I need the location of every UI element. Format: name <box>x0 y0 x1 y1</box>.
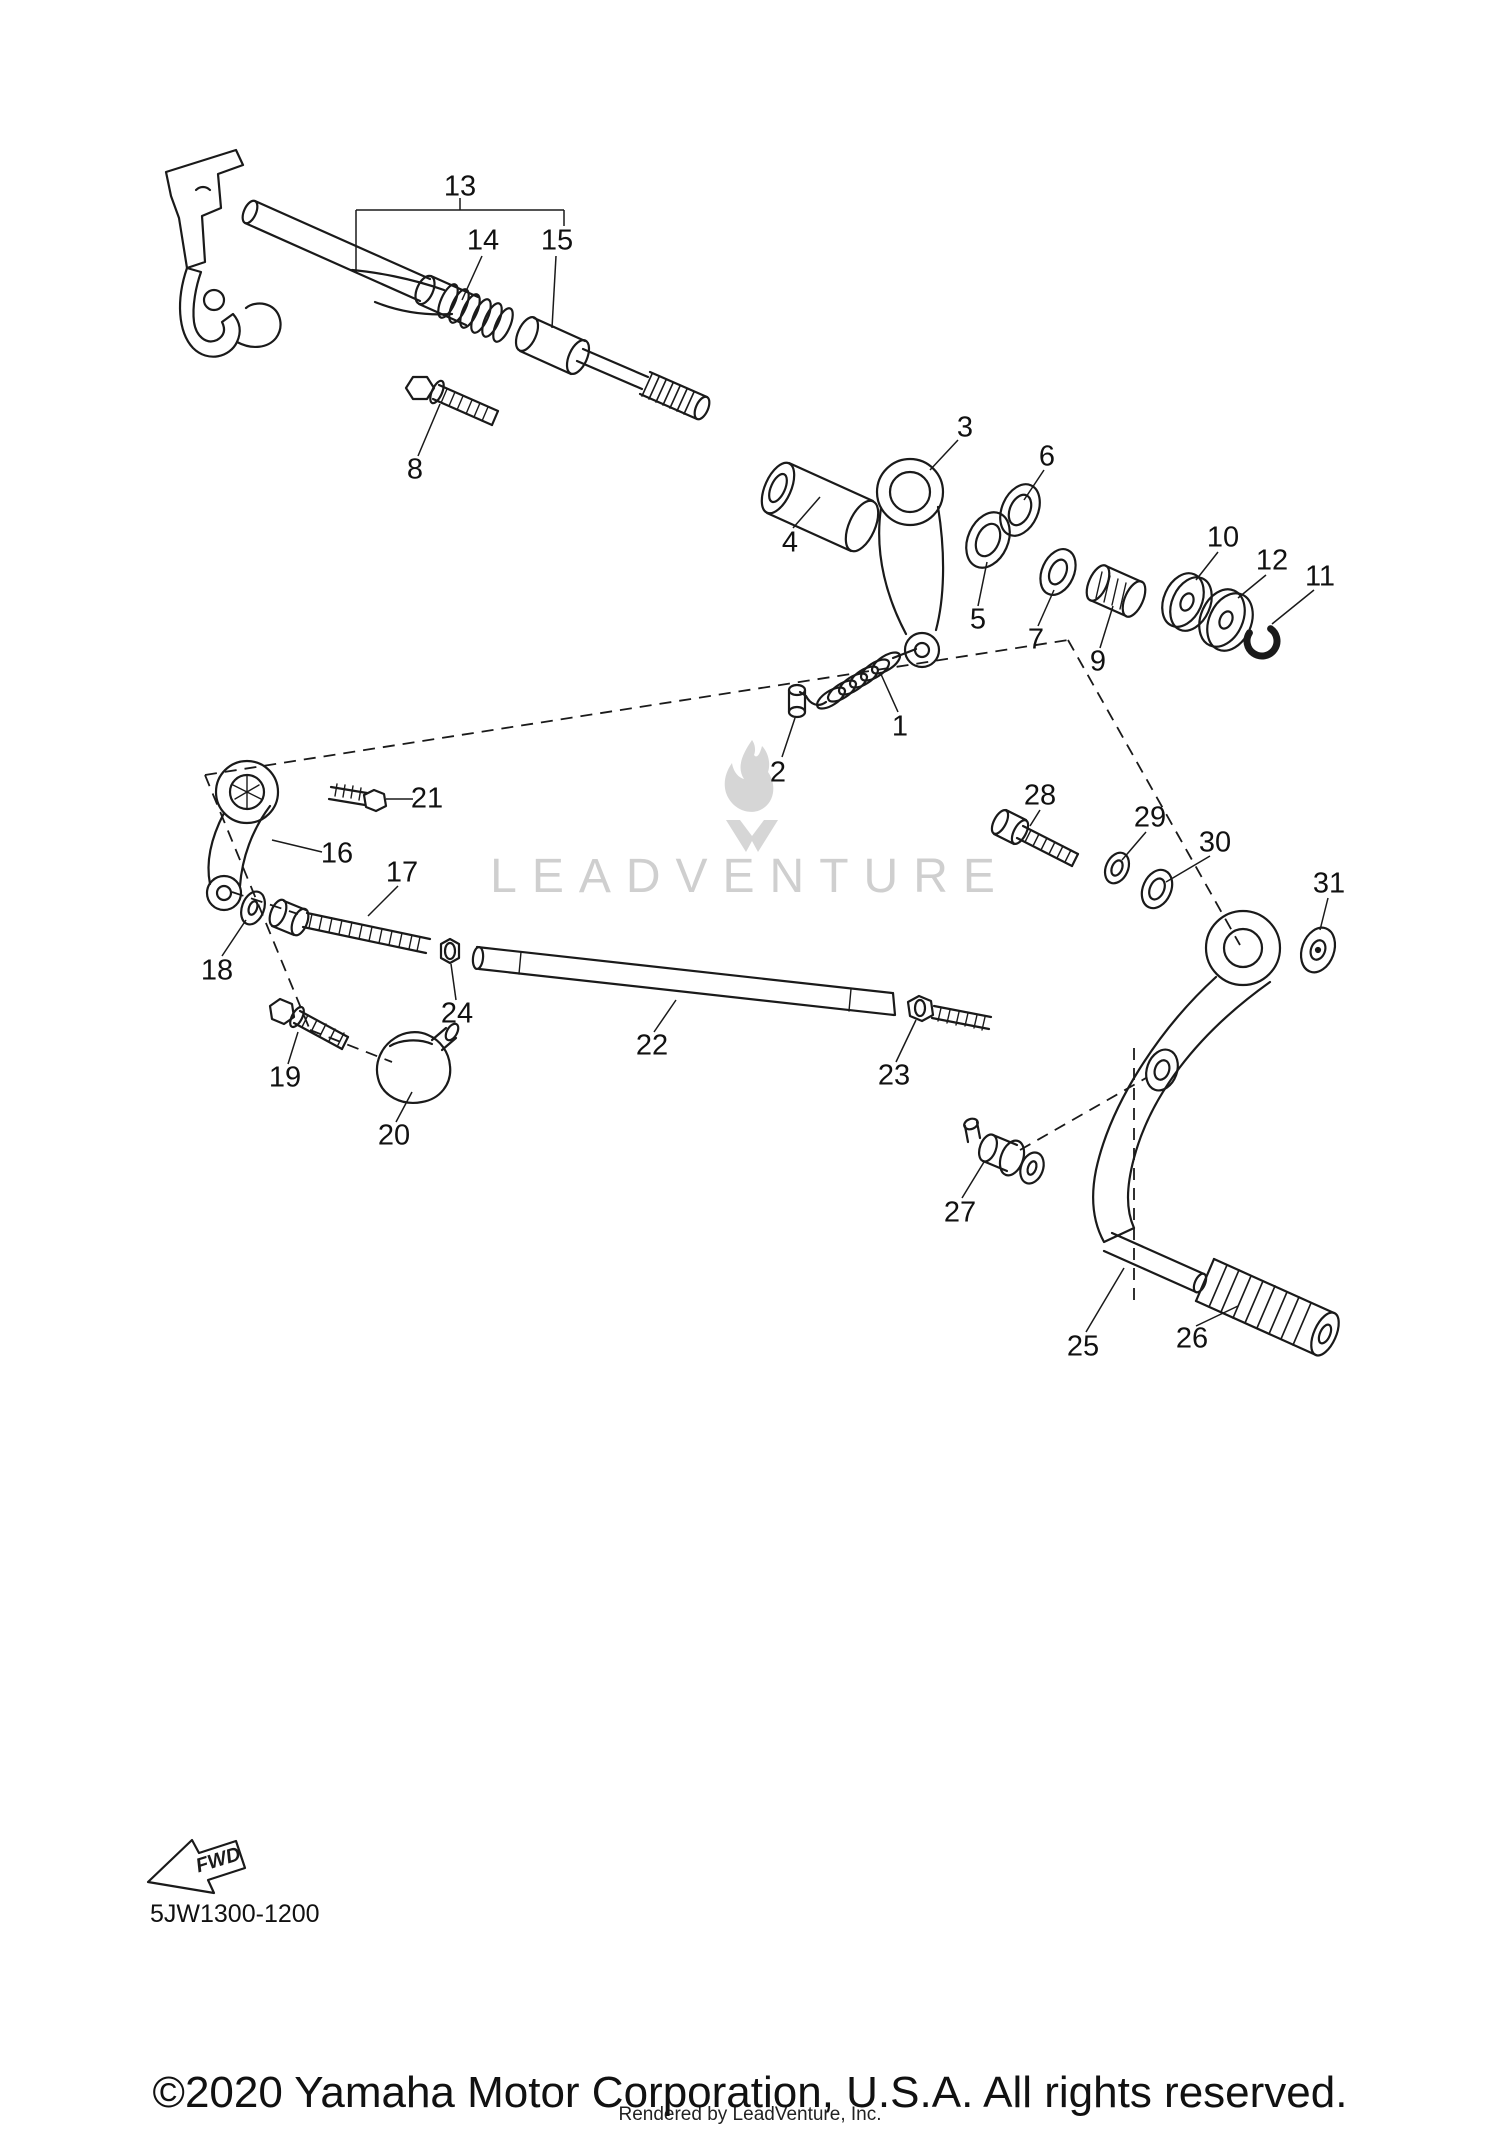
bolt-8 <box>404 375 500 427</box>
shift-rod-22 <box>471 945 897 1017</box>
threaded-rod-17 <box>301 911 432 955</box>
pin-2 <box>787 683 807 719</box>
fwd-arrow: FWD <box>146 1838 247 1895</box>
copyright-text: ©2020 Yamaha Motor Corporation, U.S.A. A… <box>152 2068 1348 2117</box>
washer-30 <box>1140 868 1174 910</box>
leader-lines <box>221 198 1329 1333</box>
fwd-label: FWD <box>193 1843 243 1877</box>
washer-31 <box>1299 926 1337 974</box>
shift-pedal-assembly <box>963 909 1340 1357</box>
washer-18 <box>240 890 310 937</box>
diagram-code: 5JW1300-1200 <box>150 1900 320 1928</box>
v-mark-icon <box>726 820 778 852</box>
bushing-9 <box>1085 564 1147 618</box>
dust-boot-20 <box>375 1022 460 1104</box>
washer-7 <box>1039 548 1077 596</box>
shift-shaft-assembly <box>241 199 711 421</box>
mount-bracket <box>164 148 282 358</box>
shift-arm-16 <box>205 759 280 912</box>
bolt-28 <box>990 808 1080 868</box>
flame-icon <box>724 740 774 812</box>
bolt-19 <box>268 997 350 1051</box>
e-clip-11 <box>1243 622 1281 660</box>
washer-29 <box>1103 851 1131 885</box>
rendered-by-text: Rendered by LeadVenture, Inc. <box>618 2104 882 2125</box>
watermark-text: LEADVENTURE <box>490 850 1010 903</box>
collar-4 <box>760 461 880 553</box>
nut-24 <box>439 937 461 965</box>
washer-10 <box>1161 572 1213 632</box>
leadventure-watermark: LEADVENTURE <box>490 740 1010 903</box>
bolt-21 <box>327 783 388 813</box>
return-spring-1 <box>798 647 918 710</box>
nut-23 <box>906 994 993 1031</box>
shift-lever-3 <box>875 457 945 669</box>
